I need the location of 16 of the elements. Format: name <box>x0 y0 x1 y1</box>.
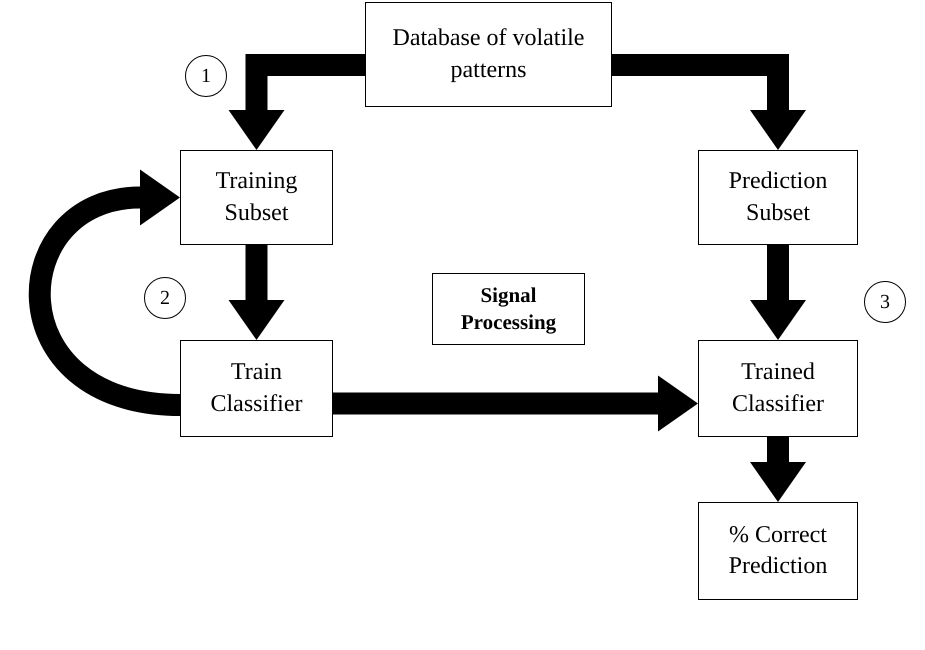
block-arrow <box>333 376 698 432</box>
process-box: Trained Classifier <box>698 340 858 437</box>
block-arrow <box>228 245 284 340</box>
process-box: Train Classifier <box>180 340 333 437</box>
block-arrow <box>750 437 806 502</box>
step-number-circle: 1 <box>185 55 227 97</box>
process-box: % Correct Prediction <box>698 502 858 600</box>
block-arrow <box>612 54 806 150</box>
block-arrow <box>750 245 806 340</box>
step-number-circle: 3 <box>864 281 906 323</box>
process-box: Database of volatile patterns <box>365 2 612 107</box>
process-box: Prediction Subset <box>698 150 858 245</box>
block-arrow <box>228 54 365 150</box>
step-number-circle: 2 <box>144 277 186 319</box>
process-box: Training Subset <box>180 150 333 245</box>
process-box: Signal Processing <box>432 273 585 345</box>
